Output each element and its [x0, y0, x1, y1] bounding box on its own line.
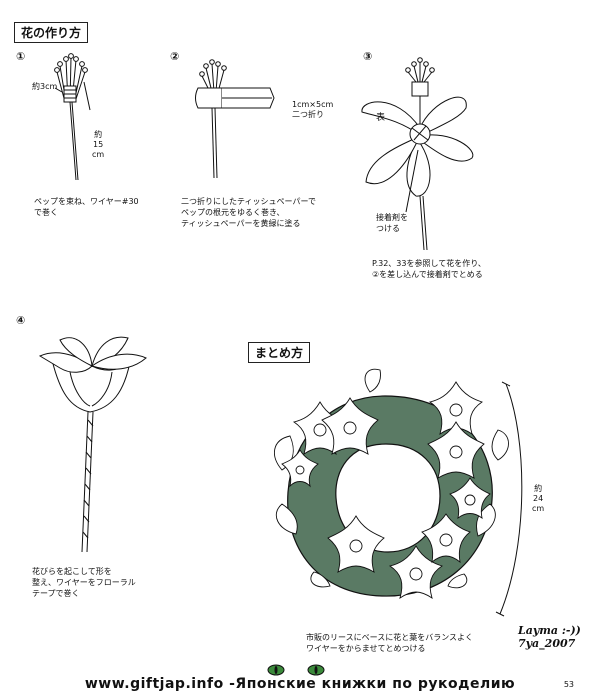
step-2-caption: 二つ折りにしたティッシュペーパーで ペップの根元をゆるく巻き、 ティッシュペーパ… [181, 197, 316, 228]
step-3-number: ③ [363, 50, 373, 63]
step-1-dim-side: 約 15 cm [92, 130, 105, 159]
step-3-label-omote: 表 [376, 113, 386, 123]
step-4-flower [38, 336, 147, 553]
step-1-dim-top: 約3cm [32, 82, 58, 91]
assembly-dimension: 約 24 cm [532, 484, 545, 513]
wreath-flowers [281, 381, 491, 600]
step-1-stamen-bundle [54, 53, 91, 181]
page-number: 53 [563, 680, 574, 689]
assembly-title: まとめ方 [248, 342, 311, 363]
step-3-label-glue: 接着剤を つける [376, 213, 408, 233]
footer-watermark: www.giftjap.info -Японские книжки по рук… [84, 676, 516, 692]
wreath [274, 368, 509, 600]
step-1-caption: ペップを束ね、ワイヤー#30 で巻く [34, 197, 139, 217]
step-3-flower [361, 57, 474, 251]
section-title: 花の作り方 [14, 22, 89, 43]
step-4-caption: 花びらを起こして形を 整え、ワイヤーをフローラル テープで巻く [32, 567, 136, 598]
assembly-dimension-arc [499, 383, 523, 615]
step-4-number: ④ [16, 314, 26, 327]
step-1-number: ① [16, 50, 26, 63]
step-2-dim: 1cm×5cm 二つ折り [292, 100, 334, 119]
signature: Layma :-)) 7ya_2007 [518, 624, 581, 650]
step-3-caption: P.32、33を参照して花を作り、 ②を差し込んで接着剤でとめる [372, 259, 486, 279]
step-2-number: ② [170, 50, 180, 63]
assembly-caption: 市販のリースにベースに花と葉をバランスよく ワイヤーをからませてとめつける [306, 633, 474, 653]
step-2-tissue-wrap [195, 59, 275, 179]
